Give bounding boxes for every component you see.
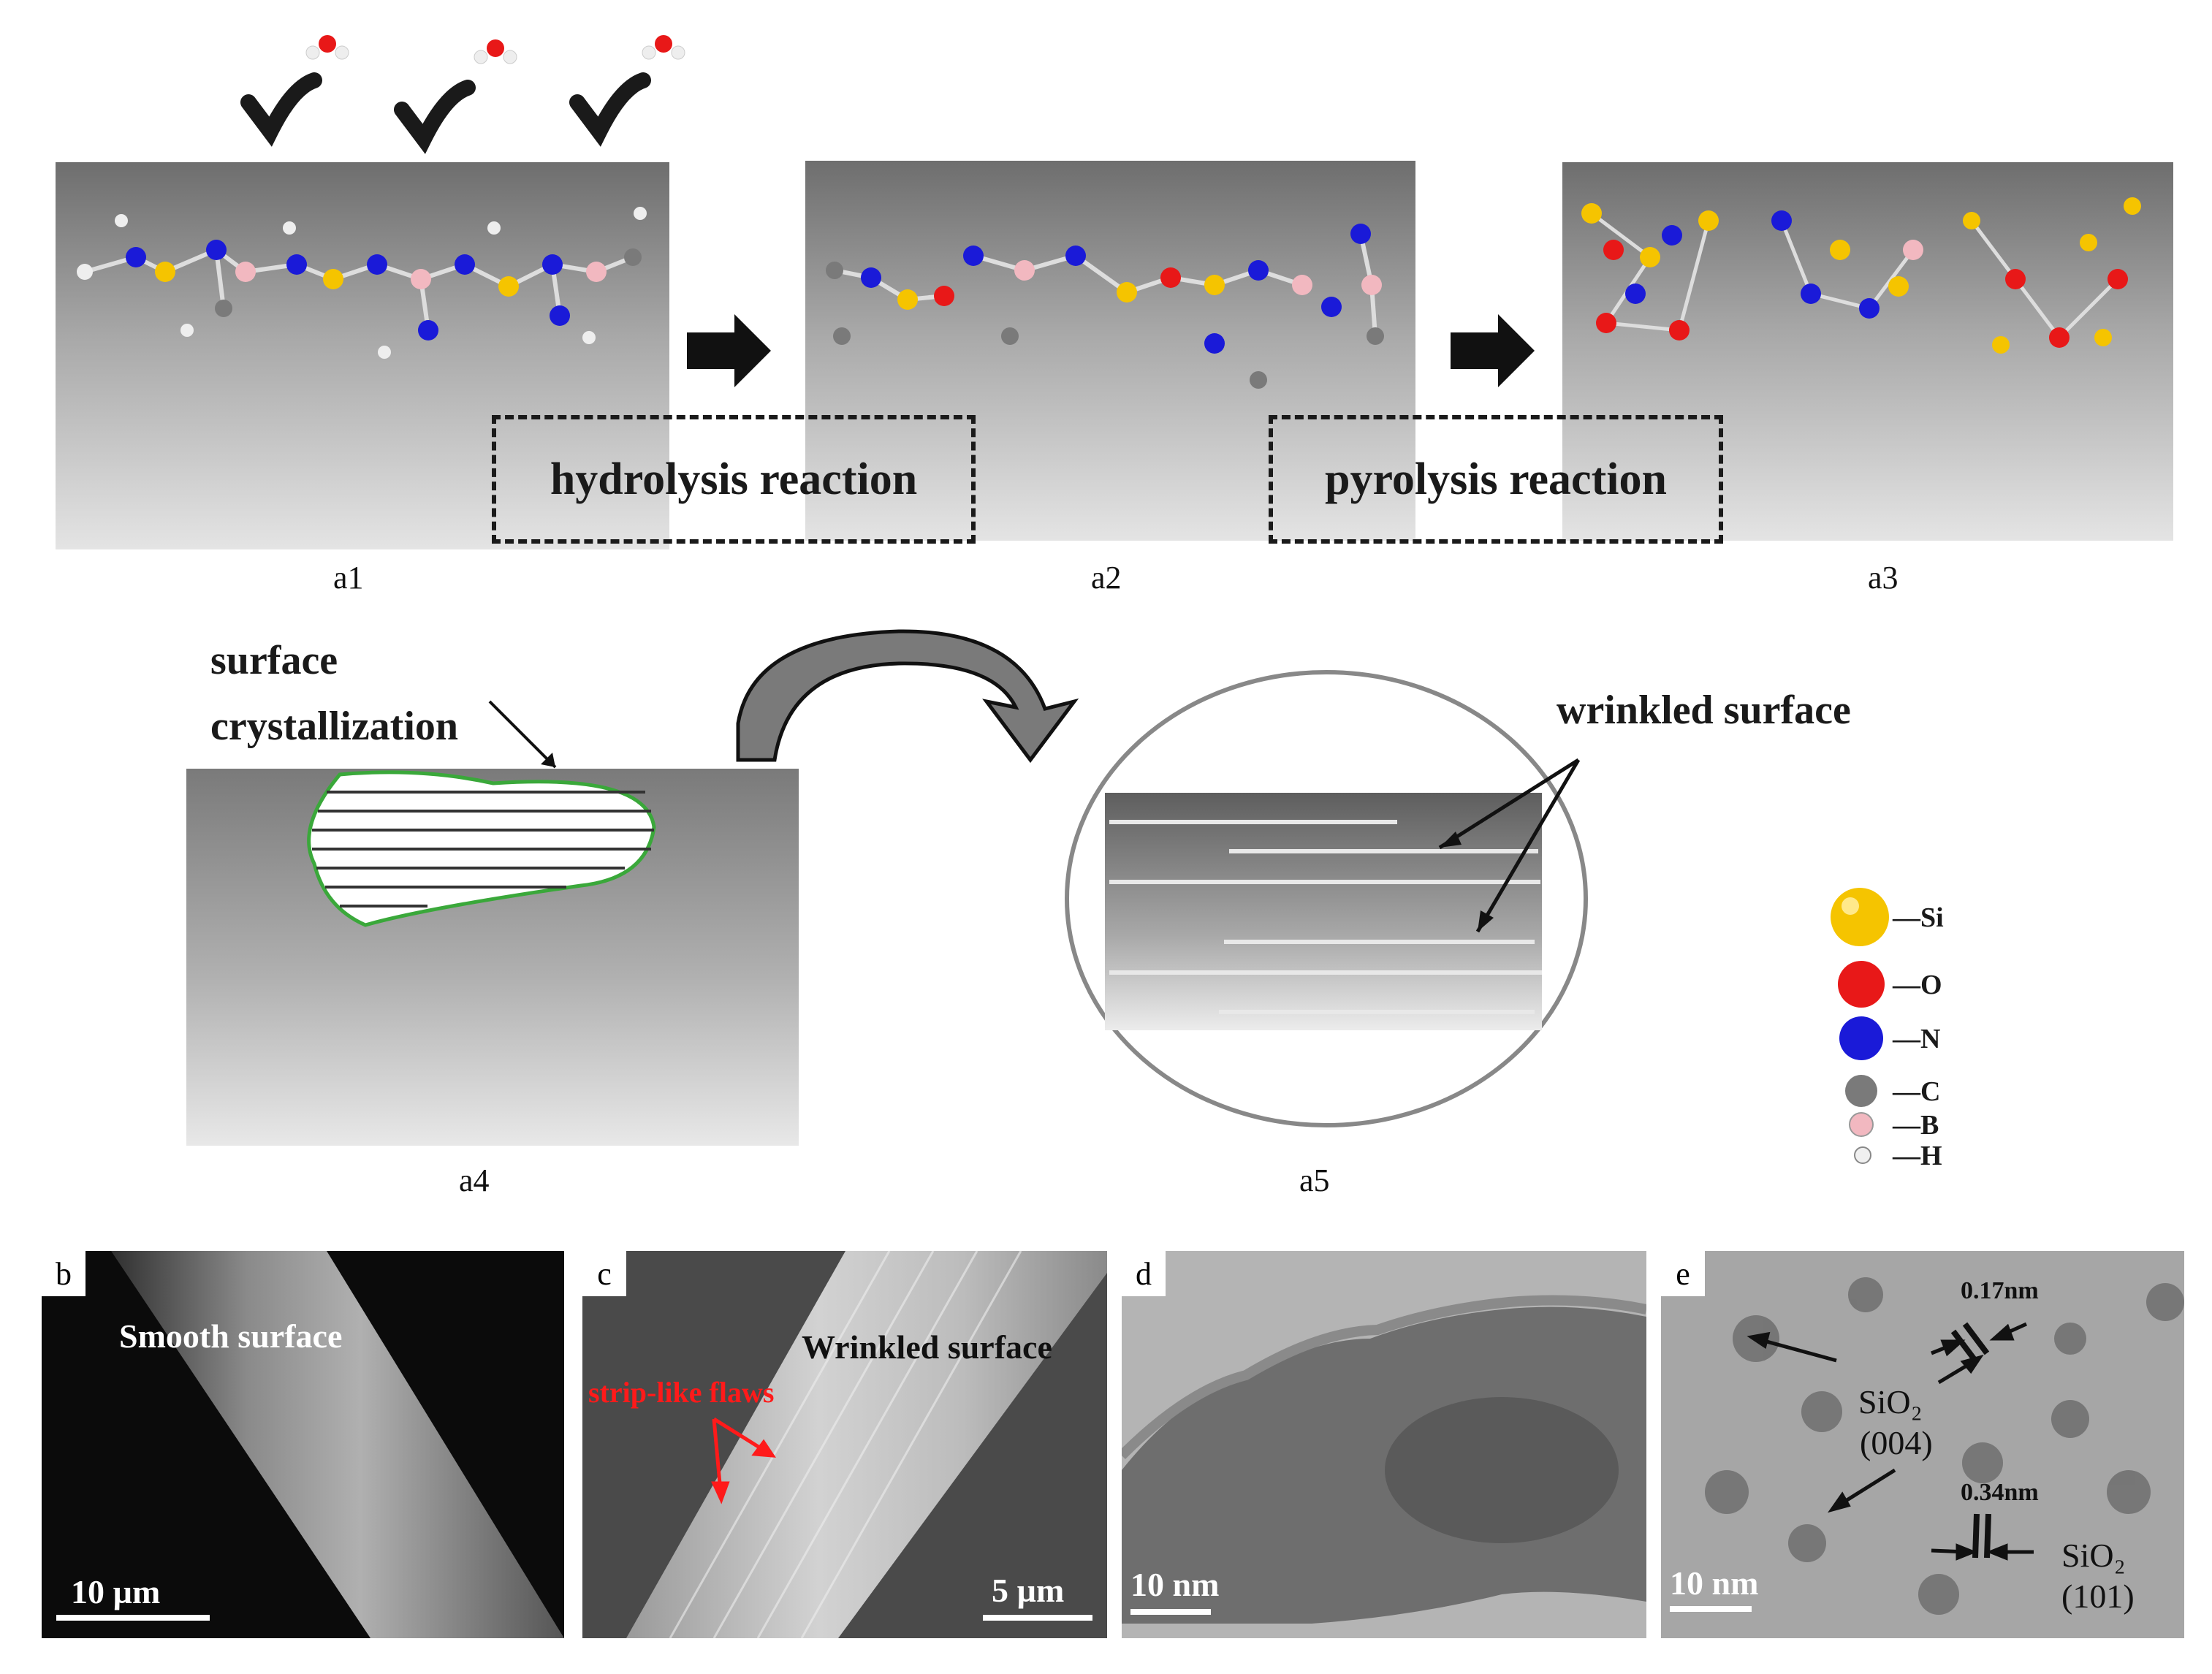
crystallization-region [307, 770, 656, 927]
label-a3: a3 [1868, 560, 1899, 596]
scale-label-b: 10 µm [71, 1573, 161, 1610]
legend-label-si: —Si [1893, 902, 1944, 933]
scale-bar-b [56, 1615, 210, 1621]
strip-like-flaws-label: strip-like flaws [588, 1376, 775, 1409]
hydrolysis-reaction-label: hydrolysis reaction [550, 454, 918, 504]
pointer-arrow [488, 700, 557, 769]
micrograph-e: e 0.17nm SiO₂ (004) 0.34nm SiO₂ (101) 10… [1661, 1251, 2184, 1638]
hydrolysis-reaction-box: hydrolysis reaction [492, 415, 976, 544]
panel-tag-e: e [1661, 1251, 1705, 1296]
o-atom-icon [1838, 961, 1885, 1008]
wrinkled-surface-annotation: Wrinkled surface [802, 1328, 1052, 1366]
c-atom-icon [1845, 1075, 1877, 1107]
pyrolysis-reaction-box: pyrolysis reaction [1269, 415, 1723, 544]
label-a4: a4 [459, 1163, 490, 1198]
panel-a3 [1562, 162, 2173, 541]
wrinkled-pointer-arrows [1438, 758, 1581, 933]
label-a2: a2 [1091, 560, 1122, 596]
b-atom-icon [1849, 1112, 1874, 1137]
curved-arrow-icon [736, 629, 1079, 764]
wrinkled-surface-label: wrinkled surface [1557, 688, 1851, 733]
molecule-a1 [77, 207, 647, 359]
spacing-label-bottom: 0.34nm [1961, 1479, 2039, 1506]
panel-a2 [805, 161, 1415, 541]
plane-label-a: (004) [1860, 1424, 1933, 1461]
sio2-label-b: SiO₂ [2061, 1537, 2126, 1574]
legend-label-n: —N [1893, 1024, 1941, 1054]
surface-crystallization-label-line1: surface [210, 638, 338, 683]
legend-label-o: —O [1893, 970, 1942, 1000]
panel-tag-d: d [1122, 1251, 1166, 1296]
legend-label-h: —H [1893, 1141, 1942, 1171]
legend-item-si: —Si [1827, 884, 2105, 950]
fiber-wrinkled [626, 1251, 1107, 1638]
sio2-label-a: SiO₂ [1858, 1383, 1923, 1420]
pyrolysis-reaction-label: pyrolysis reaction [1325, 454, 1667, 504]
micrograph-d: d 10 nm [1122, 1251, 1646, 1638]
scale-label-e: 10 nm [1670, 1564, 1759, 1602]
legend-label-b: —B [1893, 1110, 1939, 1141]
legend-item-c: —C [1843, 1073, 2106, 1109]
molecule-a3 [1581, 197, 2141, 354]
smooth-surface-label: Smooth surface [119, 1317, 343, 1355]
scale-label-c: 5 µm [992, 1572, 1065, 1609]
surface-crystallization-label-line2: crystallization [210, 704, 459, 749]
scale-bar-d [1130, 1609, 1211, 1615]
panel-tag-c: c [582, 1251, 626, 1296]
legend-item-b: —B [1847, 1110, 2110, 1141]
scale-bar-c [983, 1615, 1092, 1621]
legend-item-h: —H [1852, 1141, 2115, 1173]
scale-bar-e [1670, 1606, 1752, 1612]
scale-label-d: 10 nm [1130, 1566, 1220, 1603]
tem-image-d [1122, 1251, 1646, 1638]
arrow-right-icon [687, 314, 771, 387]
atom-legend: —Si —O —N —C —B —H [1827, 884, 2119, 1176]
si-atom-icon [1831, 888, 1889, 946]
panel-a5 [1065, 670, 1588, 1127]
legend-item-n: —N [1837, 1014, 2108, 1065]
plane-label-b: (101) [2061, 1578, 2135, 1615]
legend-label-c: —C [1893, 1076, 1941, 1107]
micrograph-b: b Smooth surface 10 µm [42, 1251, 564, 1638]
label-a1: a1 [333, 560, 364, 596]
legend-item-o: —O [1836, 959, 2106, 1010]
water-adsorption-arrows [240, 35, 685, 154]
n-atom-icon [1839, 1016, 1883, 1060]
label-a5: a5 [1299, 1163, 1330, 1198]
h-atom-icon [1854, 1146, 1871, 1164]
panel-a1 [56, 162, 669, 549]
molecule-a2 [826, 224, 1384, 389]
panel-tag-b: b [42, 1251, 85, 1296]
fiber-smooth [111, 1251, 564, 1638]
micrograph-c: c Wrinkled surface strip-like flaws 5 µm [582, 1251, 1107, 1638]
tem-image-e [1661, 1251, 2184, 1638]
spacing-label-top: 0.17nm [1961, 1277, 2039, 1304]
arrow-right-icon [1451, 314, 1535, 387]
